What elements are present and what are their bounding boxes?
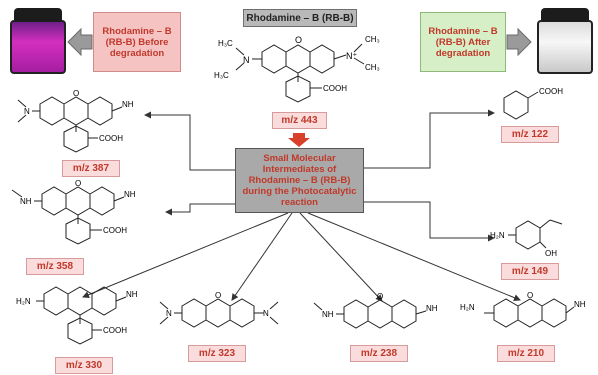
structure-mz-238: NH O NH <box>313 293 438 329</box>
connector-210 <box>307 212 521 301</box>
right-grey-arrow <box>506 27 532 57</box>
vial-before-degradation <box>10 8 66 74</box>
nh-label: NH <box>20 197 32 206</box>
n-label-2: N <box>263 309 269 318</box>
connector-323 <box>231 212 293 301</box>
connector-149 <box>364 201 495 242</box>
ch3-label: CH₃ <box>365 35 380 44</box>
cooh-label: COOH <box>103 326 127 335</box>
title-box: Rhodamine – B (RB-B) <box>243 9 357 27</box>
structure-mz-330: H₂N NH COOH <box>16 286 138 345</box>
connector-387 <box>144 111 235 171</box>
h2n-label: H₂N <box>460 303 475 312</box>
structure-mz-210: H₂N O NH <box>460 291 586 328</box>
h3c-label-2: H₃C <box>214 71 229 80</box>
oh-label: OH <box>545 249 557 258</box>
structure-mz-358: NH O NH COOH <box>11 180 136 245</box>
nh-label: NH <box>322 310 334 319</box>
mz-badge-210: m/z 210 <box>497 345 555 362</box>
mz-badge-443: m/z 443 <box>272 112 327 129</box>
mz-badge-323: m/z 323 <box>188 345 246 362</box>
nh-label: NH <box>126 290 138 299</box>
mz-badge-238: m/z 238 <box>350 345 408 362</box>
o-label: O <box>377 293 383 301</box>
connector-330 <box>82 212 289 298</box>
n-label: N <box>24 107 30 116</box>
nh-label-2: NH <box>426 304 438 313</box>
cooh-label: COOH <box>323 84 347 93</box>
red-down-arrow <box>288 133 310 147</box>
cooh-label: COOH <box>99 134 123 143</box>
connector-358 <box>165 203 235 216</box>
ch3-label-2: CH₃ <box>365 63 380 72</box>
o-label: O <box>527 291 533 300</box>
mz-badge-149: m/z 149 <box>501 263 559 280</box>
structure-mz-387: N O NH COOH <box>17 89 134 153</box>
cooh-label: COOH <box>539 87 563 96</box>
o-label: O <box>215 292 221 300</box>
h2n-label: H₂N <box>16 297 31 306</box>
o-label: O <box>75 180 81 188</box>
nh-label-2: NH <box>124 190 136 199</box>
mz-badge-358: m/z 358 <box>26 258 84 275</box>
mz-badge-387: m/z 387 <box>62 160 120 177</box>
structure-rhodamine-b: O N N⁺ H₃C H₃C CH₃ CH₃ COOH <box>214 35 380 103</box>
structure-mz-149: H₂N OH <box>490 219 563 258</box>
mz-badge-122: m/z 122 <box>501 126 559 143</box>
vial-after-degradation <box>537 8 593 74</box>
left-grey-arrow <box>67 27 93 57</box>
mz-badge-330: m/z 330 <box>55 357 113 374</box>
nplus-label: N⁺ <box>346 51 357 61</box>
structure-mz-122: COOH <box>503 87 563 120</box>
n-label: N <box>243 55 250 65</box>
structure-mz-323: N O N <box>159 292 279 328</box>
nh-label: NH <box>574 300 586 309</box>
nh-label: NH <box>122 100 134 109</box>
connector-238 <box>299 212 383 302</box>
before-degradation-label: Rhodamine – B (RB-B) Before degradation <box>93 12 181 72</box>
h2n-label: H₂N <box>490 231 505 240</box>
intermediates-center-box: Small Molecular Intermediates of Rhodami… <box>235 148 364 213</box>
o-label: O <box>73 89 79 98</box>
h3c-label: H₃C <box>218 39 233 48</box>
n-label: N <box>166 309 172 318</box>
cooh-label: COOH <box>103 226 127 235</box>
after-degradation-label: Rhodamine – B (RB-B) After degradation <box>420 12 506 72</box>
o-label: O <box>295 35 302 45</box>
connector-122 <box>364 109 495 169</box>
